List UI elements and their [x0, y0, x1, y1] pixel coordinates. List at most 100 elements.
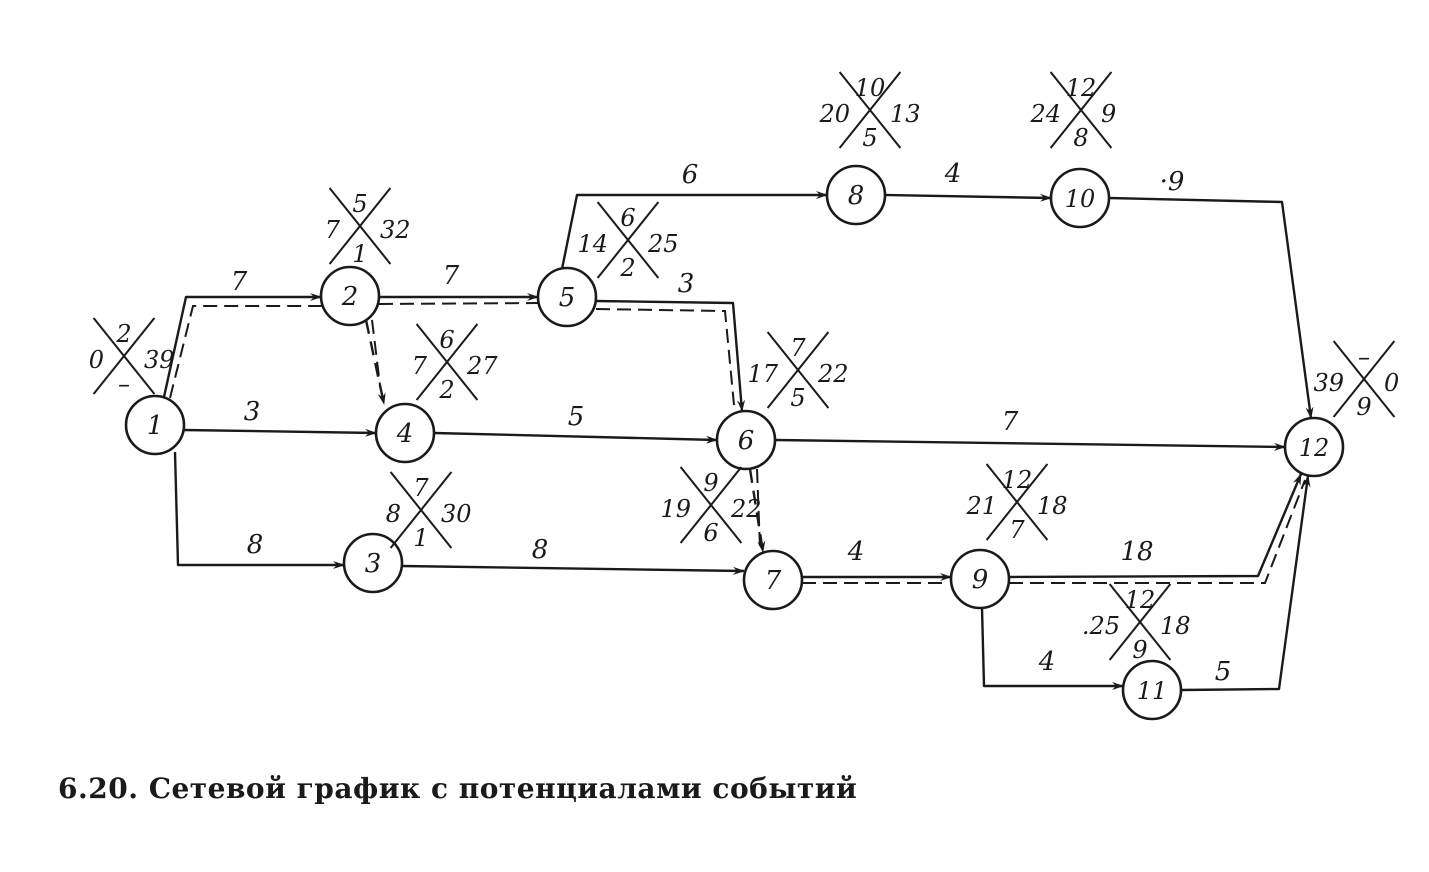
- event-circle: [742, 549, 804, 611]
- potential-top: 2: [115, 320, 131, 348]
- potential-bottom: 9: [1132, 636, 1147, 664]
- event-number: 9: [972, 565, 989, 595]
- work-duration-7-9: 4: [847, 537, 865, 567]
- work-duration-5-6: 3: [678, 269, 695, 299]
- event-circle: [319, 265, 381, 327]
- work-duration-8-10: 4: [944, 159, 962, 189]
- potential-top: 12: [1002, 466, 1033, 494]
- event-circle: [1121, 659, 1183, 721]
- potential-top: –: [1358, 343, 1370, 371]
- work-arrow-6-12: [774, 438, 1286, 451]
- cross-line: [838, 71, 902, 149]
- work-arrow-5-6: [594, 299, 746, 412]
- event-number: 10: [1065, 185, 1096, 213]
- event-circle: [536, 266, 598, 328]
- potential-right: 27: [466, 352, 498, 380]
- event-number: 1: [147, 411, 164, 441]
- event-number: 4: [396, 419, 414, 449]
- work-duration-5-8: 6: [682, 160, 699, 190]
- cross-line: [389, 471, 453, 549]
- work-arrow-6-7: [748, 468, 766, 553]
- work-arrow-9-11: [980, 607, 1124, 690]
- potential-left: 21: [965, 492, 997, 520]
- work-arrow-3-7: [401, 564, 745, 575]
- potential-right: 13: [890, 100, 921, 128]
- event-node-11: 11: [1121, 659, 1183, 721]
- event-node-9: 9: [949, 548, 1011, 610]
- work-duration-10-12: ·9: [1160, 167, 1185, 197]
- potential-left: 20: [818, 100, 850, 128]
- event-number: 11: [1137, 677, 1168, 705]
- work-duration-9-12: 18: [1120, 537, 1153, 567]
- event-number: 2: [341, 282, 359, 312]
- event-number: 8: [848, 181, 865, 211]
- critical-path-line: [378, 302, 539, 305]
- work-duration-1-4: 3: [244, 397, 261, 427]
- event-node-2: 2: [319, 265, 381, 327]
- event-number: 7: [765, 566, 782, 596]
- event-circle: [825, 164, 887, 226]
- potential-left: 14: [577, 230, 608, 258]
- event-node-1: 1: [124, 394, 186, 456]
- potential-right: 32: [380, 216, 411, 244]
- critical-path-line: [169, 305, 323, 399]
- potential-left: 8: [386, 500, 401, 528]
- works-layer: [162, 191, 1314, 692]
- potential-top: 5: [352, 190, 367, 218]
- potential-top: 6: [620, 204, 635, 232]
- event-node-12: 12: [1283, 416, 1345, 478]
- work-arrow-4-6: [433, 431, 718, 444]
- potential-right: 0: [1384, 369, 1399, 397]
- event-number: 12: [1299, 434, 1330, 462]
- potential-right: 25: [647, 230, 679, 258]
- potential-top: 12: [1125, 586, 1156, 614]
- event-node-4: 4: [374, 402, 436, 464]
- potential-bottom: 6: [703, 519, 718, 547]
- work-arrow-1-3: [173, 451, 345, 569]
- cross-line: [1049, 71, 1113, 149]
- figure-caption: 6.20. Сетевой график с потенциалами собы…: [58, 772, 858, 805]
- event-node-7: 7: [742, 549, 804, 611]
- potential-top: 9: [703, 469, 718, 497]
- work-arrow-10-12: [1108, 196, 1314, 419]
- event-node-5: 5: [536, 266, 598, 328]
- potential-right: 30: [441, 500, 472, 528]
- event-node-3: 3: [342, 532, 404, 594]
- potential-right: 18: [1160, 612, 1191, 640]
- potential-bottom: –: [118, 370, 130, 398]
- event-circle: [342, 532, 404, 594]
- event-circle: [1049, 167, 1111, 229]
- potential-right: 9: [1101, 100, 1116, 128]
- potential-left: 7: [412, 352, 428, 380]
- event-circle: [1283, 416, 1345, 478]
- cross-line: [1332, 340, 1396, 418]
- cross-line: [1108, 583, 1172, 661]
- cross-line: [766, 331, 830, 409]
- potential-left: 0: [89, 346, 104, 374]
- critical-path-line: [595, 308, 735, 406]
- cross-line: [92, 317, 156, 395]
- potential-left: 24: [1029, 100, 1061, 128]
- potential-left: 19: [660, 495, 691, 523]
- work-arrow-1-2: [162, 293, 322, 398]
- event-node-10: 10: [1049, 167, 1111, 229]
- potential-bottom: 2: [438, 376, 454, 404]
- event-circle: [374, 402, 436, 464]
- work-duration-9-11: 4: [1038, 647, 1056, 677]
- cross-line: [679, 466, 743, 544]
- potential-bottom: 5: [790, 384, 805, 412]
- event-node-8: 8: [825, 164, 887, 226]
- potential-right: 18: [1037, 492, 1068, 520]
